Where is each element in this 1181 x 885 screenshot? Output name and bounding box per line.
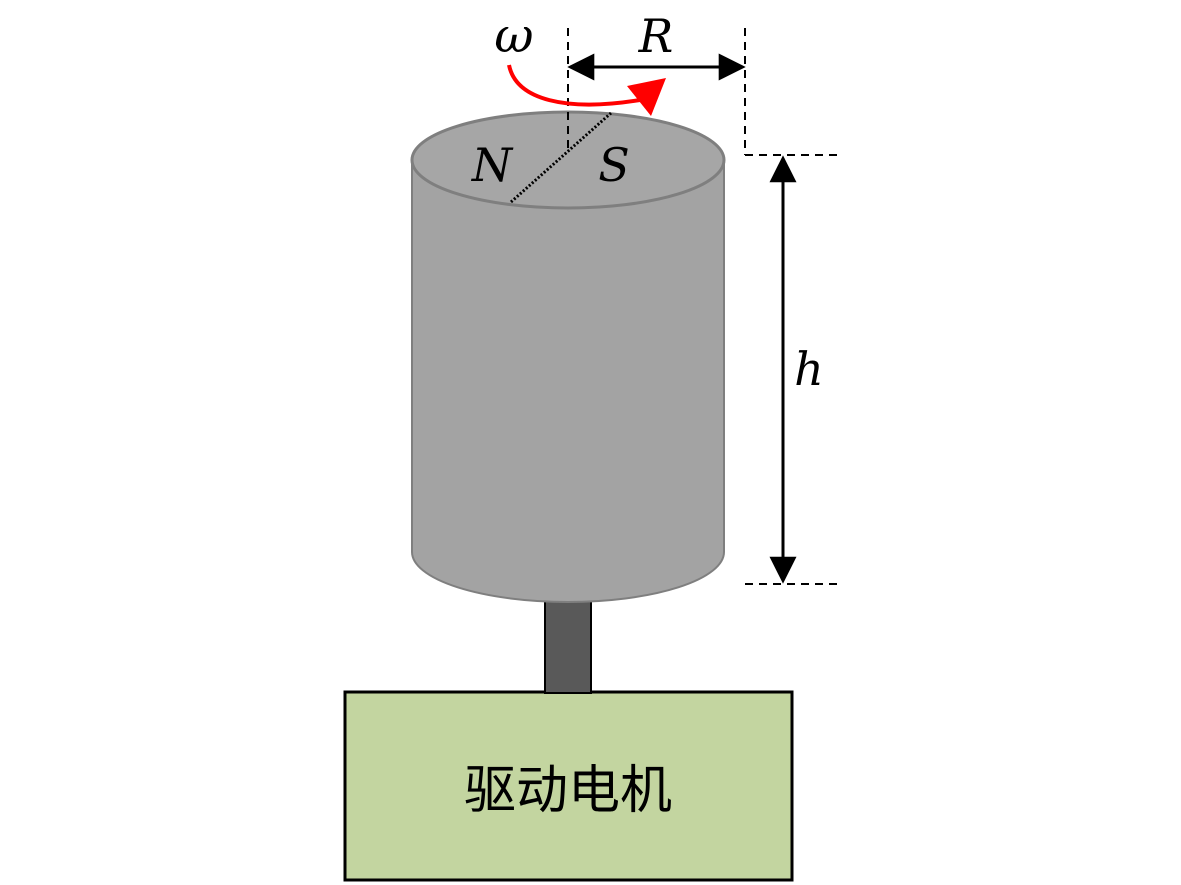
cylinder-body — [411, 159, 725, 603]
height-label: h — [794, 342, 824, 396]
rotation-arrow-curve — [507, 64, 641, 107]
radius-label: R — [638, 9, 674, 63]
motor-shaft — [544, 599, 592, 694]
omega-label: ω — [494, 8, 533, 64]
motor-box — [343, 690, 794, 882]
south-pole-label: S — [598, 138, 630, 192]
north-pole-label: N — [471, 138, 514, 192]
motor-label: 驱动电机 — [464, 761, 672, 821]
rotation-arrow-head — [627, 78, 666, 116]
